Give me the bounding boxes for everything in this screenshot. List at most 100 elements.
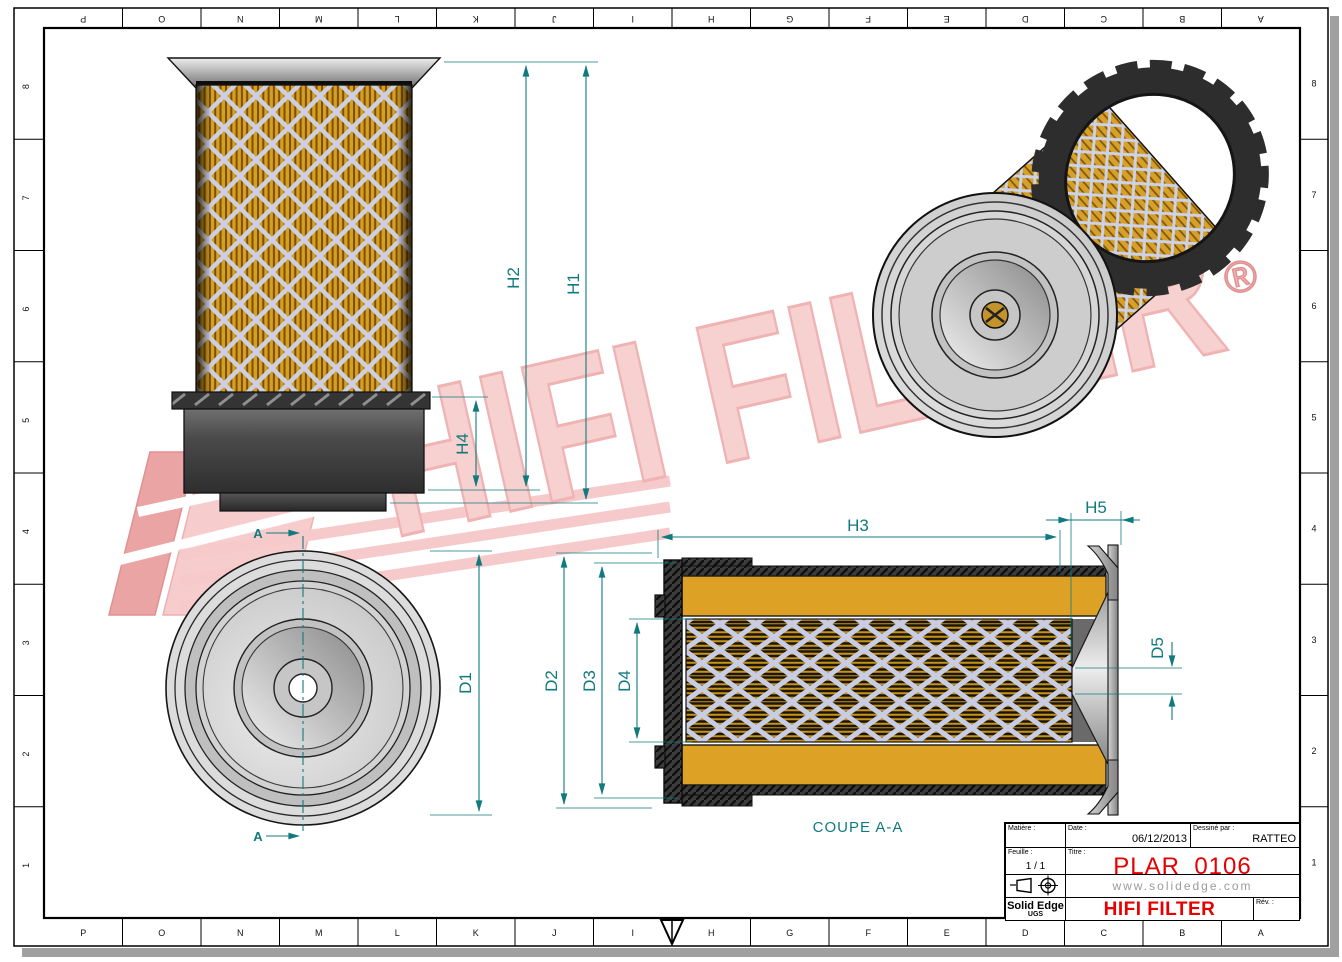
tb-software-cell: Solid Edge UGS <box>1005 897 1066 921</box>
zone-label: E <box>944 14 950 24</box>
dim-label-d5: D5 <box>1148 637 1167 659</box>
zone-label: B <box>1179 14 1185 24</box>
zone-label: G <box>786 928 793 938</box>
zone-label: M <box>315 928 323 938</box>
zone-label: 2 <box>1311 746 1316 756</box>
section-marker-top: A <box>253 526 263 541</box>
dim-label-h2: H2 <box>504 267 523 289</box>
section-view <box>654 544 1119 816</box>
dim-label-d1: D1 <box>456 672 475 694</box>
section-rim-flange-top <box>1086 545 1119 601</box>
section-media-top <box>681 575 1107 617</box>
dim-label-h4: H4 <box>453 433 472 455</box>
zone-label: 1 <box>21 863 31 868</box>
front-fin-ring <box>171 391 431 410</box>
tb-title-label: Titre : <box>1068 849 1086 856</box>
zone-label: J <box>552 928 557 938</box>
dim-label-h5: H5 <box>1085 498 1107 517</box>
section-bottom-tab <box>681 793 753 807</box>
zone-label: 8 <box>21 84 31 89</box>
section-rim <box>1107 544 1119 816</box>
zone-label: L <box>395 928 400 938</box>
tb-author-label: Dessiné par : <box>1193 825 1235 832</box>
tb-author-value: RATTEO <box>1252 833 1296 845</box>
section-left-step-bottom <box>654 745 666 769</box>
title-block: Matière : Date : 06/12/2013 Dessiné par … <box>1004 822 1300 921</box>
zone-label: A <box>1258 14 1264 24</box>
tb-title-cell: Titre : PLAR_0106 <box>1065 847 1300 880</box>
isometric-view <box>872 59 1269 438</box>
zone-label: N <box>237 928 244 938</box>
section-media-bottom <box>681 744 1107 786</box>
zone-label: H <box>708 14 715 24</box>
zone-label: K <box>473 14 479 24</box>
zone-label: F <box>865 14 871 24</box>
zone-label: O <box>158 14 165 24</box>
section-top-hatch-strip <box>681 565 1107 577</box>
front-media-shading <box>196 85 412 393</box>
zone-label: G <box>786 14 793 24</box>
zone-label: H <box>708 928 715 938</box>
tb-date-value: 06/12/2013 <box>1131 833 1187 845</box>
zone-label: C <box>1100 14 1107 24</box>
front-base-step <box>219 492 387 512</box>
section-rim-flange-bottom <box>1086 759 1119 815</box>
section-media-mesh <box>685 618 1073 743</box>
dim-section-view: H3 H5 D2 D3 D4 D5 COUPE A-A <box>542 498 1182 836</box>
zone-label: 6 <box>21 307 31 312</box>
dim-label-d2: D2 <box>542 670 561 692</box>
zone-label: 7 <box>1311 190 1316 200</box>
tb-date-label: Date : <box>1068 825 1087 832</box>
tb-company-cell: HIFI FILTER <box>1065 897 1254 921</box>
zone-label: K <box>473 928 479 938</box>
outer-border <box>13 7 1329 947</box>
section-bottom-hatch-strip <box>681 784 1107 796</box>
dim-label-d3: D3 <box>580 670 599 692</box>
zone-label: 1 <box>1311 857 1316 867</box>
zone-label: C <box>1101 928 1108 938</box>
zone-label: D <box>1022 928 1029 938</box>
zone-label: N <box>237 14 244 24</box>
zone-label: I <box>631 928 634 938</box>
dim-label-h3: H3 <box>847 516 869 535</box>
projection-symbol-icon <box>1010 875 1058 896</box>
tb-website: www.solidedge.com <box>1112 879 1253 893</box>
tb-website-cell: www.solidedge.com <box>1065 874 1300 898</box>
tb-software-name: Solid Edge <box>1007 900 1064 912</box>
tb-date-cell: Date : 06/12/2013 <box>1065 823 1191 848</box>
section-marker-bottom: A <box>253 829 263 844</box>
section-left-cap <box>663 559 683 804</box>
tb-sheet-value: 1 / 1 <box>1025 861 1046 872</box>
dim-label-d4: D4 <box>615 670 634 692</box>
zone-label: E <box>944 928 950 938</box>
zone-label: 4 <box>21 529 31 534</box>
tb-matiere-label: Matière : <box>1008 825 1036 832</box>
front-base-shell <box>183 408 425 494</box>
zone-label: 4 <box>1311 524 1316 534</box>
tb-author-cell: Dessiné par : RATTEO <box>1190 823 1300 848</box>
zone-label: J <box>552 14 557 24</box>
tb-software-vendor: UGS <box>1027 911 1044 918</box>
zone-label: A <box>1258 928 1264 938</box>
tb-rev-cell: Rév. : <box>1253 897 1300 921</box>
tb-sheet-cell: Feuille : 1 / 1 <box>1005 847 1066 875</box>
sheet-shadow-bottom <box>22 948 1339 957</box>
tb-rev-label: Rév. : <box>1256 899 1274 906</box>
front-flange-seam <box>196 81 412 85</box>
zone-label: 7 <box>21 195 31 200</box>
zone-label: 6 <box>1311 301 1316 311</box>
zone-label: B <box>1179 928 1185 938</box>
section-caption: COUPE A-A <box>813 819 904 836</box>
center-mark <box>659 919 685 947</box>
zone-label: 5 <box>1311 412 1316 422</box>
zone-label: P <box>80 14 86 24</box>
zone-label: F <box>866 928 872 938</box>
zone-label: O <box>158 928 165 938</box>
tb-matiere-cell: Matière : <box>1005 823 1066 848</box>
zone-label: P <box>80 928 86 938</box>
zone-label: 8 <box>1311 79 1316 89</box>
zone-label: I <box>631 14 634 24</box>
section-left-step-top <box>654 594 666 618</box>
tb-company: HIFI FILTER <box>1103 899 1216 920</box>
